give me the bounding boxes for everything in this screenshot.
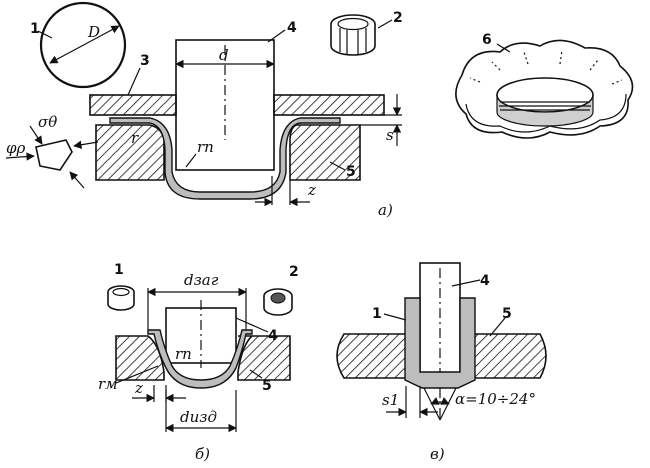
leader-4-b (235, 317, 269, 333)
panel-a: D 1 d 4 3 5 r rп s z (5, 1, 634, 219)
label-phi: φρ (6, 139, 26, 157)
label-rp-b: rп (175, 345, 192, 363)
leader-4-v (451, 279, 481, 287)
blank-holder-left (89, 94, 177, 116)
label-4: 4 (287, 20, 297, 36)
leader-rm (115, 365, 159, 384)
angle-arc (430, 397, 450, 405)
phi-arrow (5, 152, 35, 161)
leader-1 (37, 30, 53, 39)
ring-1-b (107, 285, 135, 311)
wavy-flange-part (455, 39, 634, 139)
label-s: s (386, 126, 394, 144)
label-angle: α=10÷24° (455, 390, 536, 408)
panel-v: 4 5 1 s1 α=10÷24° в) (336, 262, 547, 463)
leader-1-v (383, 313, 407, 321)
label-5-b: 5 (262, 378, 272, 394)
stress-element (35, 139, 73, 171)
leader-5-v (489, 317, 506, 337)
leader-5-b (249, 369, 263, 379)
label-d: d (219, 46, 229, 64)
sigma-arrow (29, 125, 43, 145)
leader-2 (377, 19, 393, 29)
radial-arrow (73, 140, 99, 149)
drawn-cup-wall (109, 117, 341, 200)
label-z: z (307, 181, 316, 199)
label-dizd: dизд (180, 408, 217, 426)
plate-v-left (336, 333, 407, 379)
leader-3 (127, 67, 141, 96)
label-rm-b: rм (98, 375, 118, 393)
label-2: 2 (393, 10, 403, 26)
caption-v: в) (430, 445, 445, 463)
label-1-b: 1 (114, 262, 124, 278)
label-D: D (87, 23, 100, 41)
leader-rp (185, 153, 197, 168)
label-dzag: dзаг (184, 271, 219, 289)
label-rp: rп (197, 138, 214, 156)
leader-5 (329, 161, 346, 171)
caption-a: а) (378, 201, 393, 219)
flange-wall-b (147, 329, 253, 389)
leader-4 (267, 29, 286, 43)
caption-b: б) (195, 445, 210, 463)
leader-6 (496, 43, 511, 53)
label-2-b: 2 (289, 264, 299, 280)
label-z-b: z (134, 379, 143, 397)
collar-v (404, 297, 476, 389)
label-1: 1 (30, 21, 40, 37)
dimension-D (49, 25, 120, 64)
label-4-v: 4 (480, 273, 490, 289)
ring-part-a (330, 14, 376, 56)
label-sigma: σθ (38, 113, 57, 131)
blank-disk (39, 1, 127, 89)
panel-b: 1 2 4 dзаг 5 rп rм z (98, 262, 299, 463)
label-1-v: 1 (372, 306, 382, 322)
ring-2-b (263, 288, 293, 316)
tangent-arrow (69, 171, 85, 189)
blank-holder-right (273, 94, 385, 116)
label-3: 3 (140, 53, 150, 69)
label-r: r (131, 129, 139, 147)
label-5: 5 (346, 164, 356, 180)
die-left (95, 124, 165, 181)
label-5-v: 5 (502, 306, 512, 322)
plate-v-right (473, 333, 547, 379)
label-s1: s1 (382, 391, 399, 409)
label-6: 6 (482, 32, 492, 48)
die-b-right (237, 335, 291, 381)
